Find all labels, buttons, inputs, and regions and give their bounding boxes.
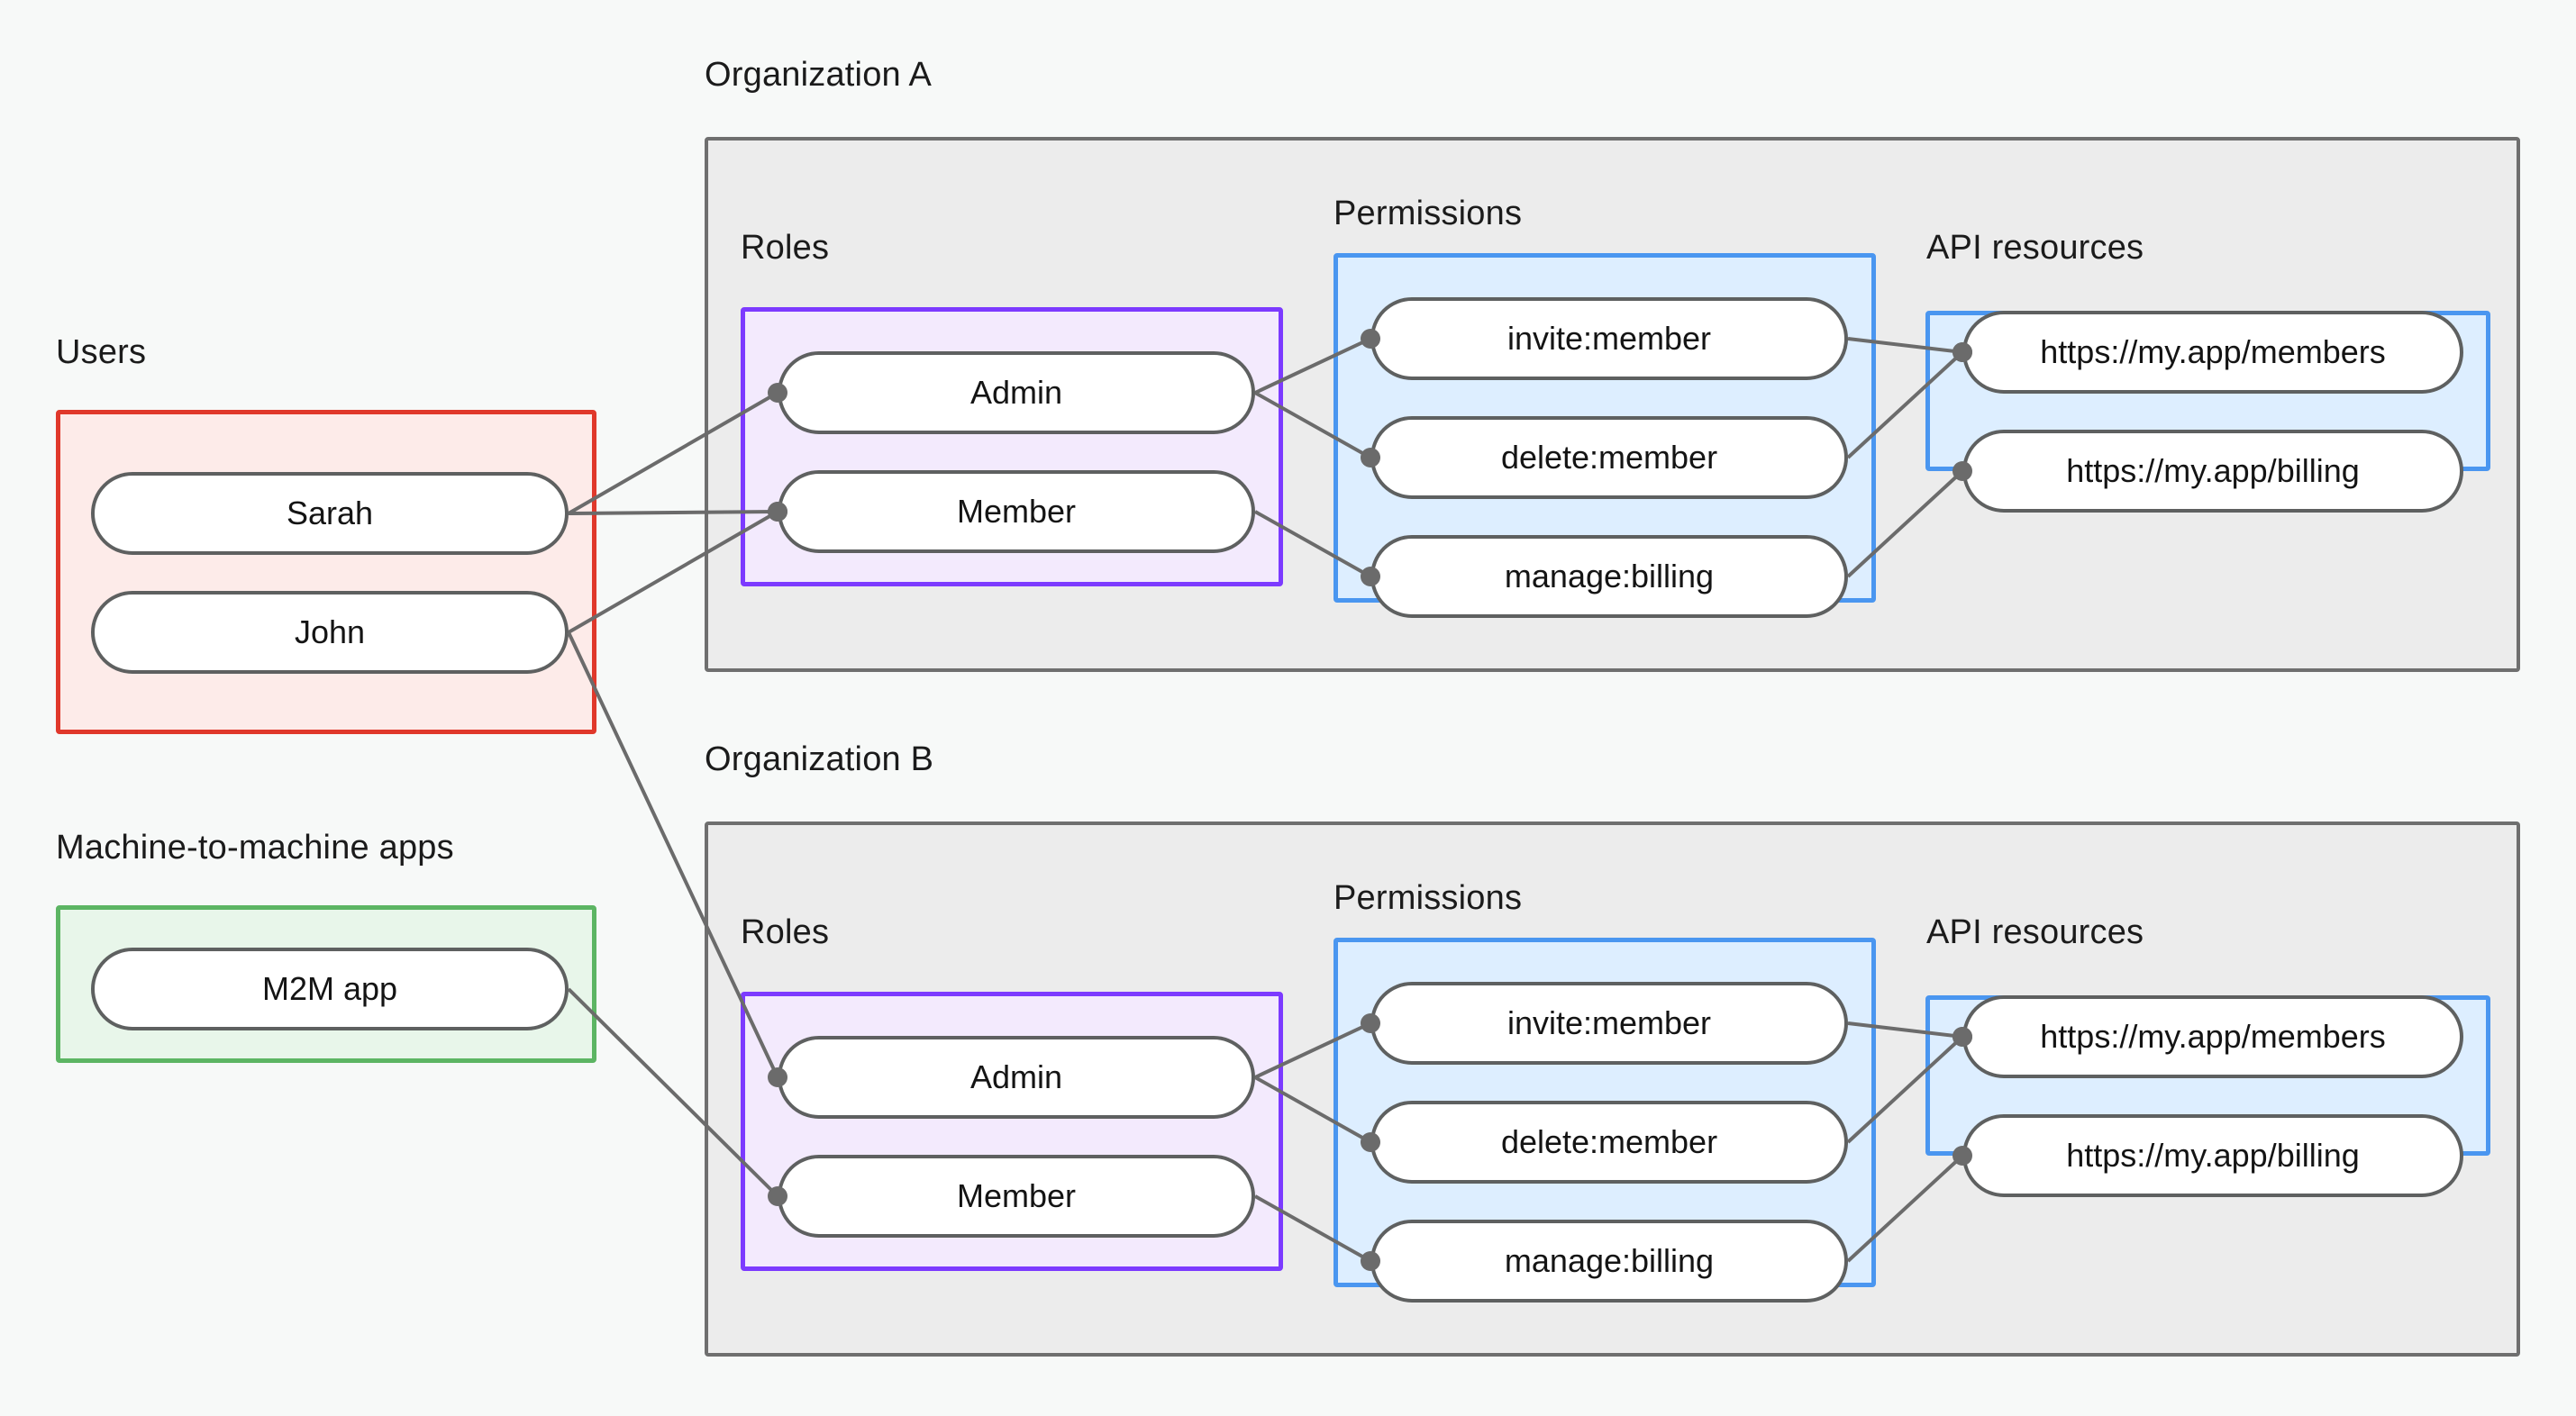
org-a-roles-title: Roles <box>741 229 830 267</box>
permission-node-label: invite:member <box>1506 320 1712 357</box>
role-node-label: Admin <box>969 374 1063 411</box>
permission-node-label: invite:member <box>1506 1004 1712 1041</box>
api-node-label: https://my.app/members <box>2040 1018 2386 1055</box>
org-b-container: Roles Admin Member Permissions invite:me… <box>705 821 2520 1357</box>
api-node-label: https://my.app/billing <box>2066 452 2360 489</box>
org-a-permissions-title: Permissions <box>1334 195 1523 232</box>
role-node-label: Admin <box>969 1058 1063 1095</box>
org-b-permissions-title: Permissions <box>1334 879 1523 917</box>
user-node-john[interactable]: John <box>91 591 569 674</box>
org-b-roles-container: Admin Member <box>741 992 1283 1271</box>
users-container: Sarah John <box>56 410 596 734</box>
permission-node-label: manage:billing <box>1504 1242 1715 1279</box>
org-a-roles-container: Admin Member <box>741 307 1283 586</box>
api-node-label: https://my.app/billing <box>2066 1137 2360 1174</box>
api-node-label: https://my.app/members <box>2040 333 2386 370</box>
api-node-b-members[interactable]: https://my.app/members <box>1962 995 2463 1078</box>
users-group-title: Users <box>56 333 147 371</box>
permission-node-a-invite[interactable]: invite:member <box>1370 297 1848 380</box>
permission-node-a-delete[interactable]: delete:member <box>1370 416 1848 499</box>
permission-node-b-invite[interactable]: invite:member <box>1370 982 1848 1065</box>
org-b-api-title: API resources <box>1926 913 2144 951</box>
permission-node-label: delete:member <box>1500 439 1718 476</box>
user-node-label: Sarah <box>286 495 374 531</box>
permission-node-b-delete[interactable]: delete:member <box>1370 1101 1848 1184</box>
role-node-a-admin[interactable]: Admin <box>778 351 1255 434</box>
user-node-sarah[interactable]: Sarah <box>91 472 569 555</box>
role-node-b-member[interactable]: Member <box>778 1155 1255 1238</box>
role-node-a-member[interactable]: Member <box>778 470 1255 553</box>
permission-node-b-billing[interactable]: manage:billing <box>1370 1220 1848 1303</box>
role-node-b-admin[interactable]: Admin <box>778 1036 1255 1119</box>
org-a-container: Roles Admin Member Permissions invite:me… <box>705 137 2520 672</box>
m2m-group-title: Machine-to-machine apps <box>56 829 454 867</box>
org-b-title: Organization B <box>705 740 934 778</box>
m2m-node-label: M2M app <box>261 970 398 1007</box>
org-a-api-container: https://my.app/members https://my.app/bi… <box>1925 311 2490 513</box>
permission-node-label: delete:member <box>1500 1123 1718 1160</box>
org-a-permissions-container: invite:member delete:member manage:billi… <box>1334 253 1876 618</box>
org-a-api-title: API resources <box>1926 229 2144 267</box>
api-node-b-billing[interactable]: https://my.app/billing <box>1962 1114 2463 1197</box>
org-a-title: Organization A <box>705 56 933 94</box>
m2m-node-app[interactable]: M2M app <box>91 948 569 1030</box>
permission-node-label: manage:billing <box>1504 558 1715 595</box>
org-b-api-container: https://my.app/members https://my.app/bi… <box>1925 995 2490 1197</box>
user-node-label: John <box>294 613 366 650</box>
permission-node-a-billing[interactable]: manage:billing <box>1370 535 1848 618</box>
role-node-label: Member <box>956 1177 1077 1214</box>
role-node-label: Member <box>956 493 1077 530</box>
m2m-container: M2M app <box>56 905 596 1063</box>
org-b-roles-title: Roles <box>741 913 830 951</box>
org-b-permissions-container: invite:member delete:member manage:billi… <box>1334 938 1876 1303</box>
api-node-a-billing[interactable]: https://my.app/billing <box>1962 430 2463 513</box>
api-node-a-members[interactable]: https://my.app/members <box>1962 311 2463 394</box>
